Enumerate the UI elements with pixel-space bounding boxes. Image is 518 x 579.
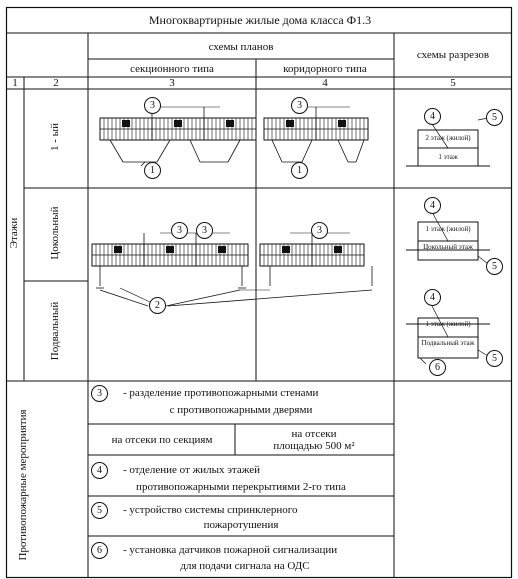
marker-5: 5 (486, 350, 503, 367)
column-number-4: 4 (322, 77, 328, 89)
floor-first-label: 1 - ый (49, 123, 61, 151)
section-floor-1-residential-label: 1 этаж (жилой) (425, 225, 471, 233)
measure-4-line-1: - отделение от жилых этажей (123, 464, 260, 476)
measure-marker-4: 4 (91, 462, 108, 479)
measure-6-line-1: - установка датчиков пожарной сигнализац… (123, 544, 338, 556)
page-title: Многоквартирные жилые дома класса Ф1.3 (148, 13, 372, 27)
measure-3-line-2: с противопожарными дверями (169, 404, 313, 416)
by-area-line-1: на отсеки (291, 428, 337, 440)
measure-marker-5: 5 (91, 502, 108, 519)
measure-3-line-1: - разделение противопожарными стенами (123, 387, 319, 399)
section-floor-1-residential-label: 1 этаж (жилой) (425, 320, 471, 328)
marker-2: 2 (149, 297, 166, 314)
marker-6: 6 (429, 359, 446, 376)
marker-4: 4 (424, 197, 441, 214)
by-sections-cell: на отсеки по секциям (111, 434, 213, 446)
floors-group-label: Этажи (8, 217, 20, 249)
measure-5-line-1: - устройство системы спринклерного (123, 504, 298, 516)
marker-3: 3 (171, 222, 188, 239)
marker-3: 3 (196, 222, 213, 239)
measure-marker-3: 3 (91, 385, 108, 402)
marker-3: 3 (144, 97, 161, 114)
plans-header: схемы планов (208, 41, 274, 53)
column-number-5: 5 (450, 77, 456, 89)
sectional-type-header: секционного типа (130, 63, 214, 75)
corridor-type-header: коридорного типа (283, 63, 367, 75)
section-plinth-floor-label: Цокольный этаж (423, 243, 473, 251)
marker-4: 4 (424, 108, 441, 125)
section-floor-2-label: 2 этаж (жилой) (425, 134, 471, 142)
section-basement-floor-label: Подвальный этаж (421, 339, 475, 347)
marker-5: 5 (486, 109, 503, 126)
column-number-2: 2 (53, 77, 59, 89)
floor-basement-label: Подвальный (49, 301, 61, 361)
fire-measures-group-label: Противопожарные мероприятия (17, 409, 29, 561)
marker-1: 1 (291, 162, 308, 179)
floor-plinth-label: Цокольный (49, 206, 61, 260)
by-area-line-2: площадью 500 м² (273, 440, 355, 452)
measure-4-line-2: противопожарными перекрытиями 2-го типа (136, 481, 346, 493)
measure-5-line-2: пожаротушения (203, 519, 279, 531)
measure-6-line-2: для подачи сигнала на ОДС (180, 560, 310, 572)
column-number-1: 1 (12, 77, 18, 89)
marker-3: 3 (291, 97, 308, 114)
column-number-3: 3 (169, 77, 175, 89)
measure-marker-6: 6 (91, 542, 108, 559)
marker-3: 3 (311, 222, 328, 239)
section-floor-1-label: 1 этаж (438, 153, 458, 161)
sections-header: схемы разрезов (416, 49, 490, 61)
marker-5: 5 (486, 258, 503, 275)
marker-4: 4 (424, 289, 441, 306)
marker-1: 1 (144, 162, 161, 179)
